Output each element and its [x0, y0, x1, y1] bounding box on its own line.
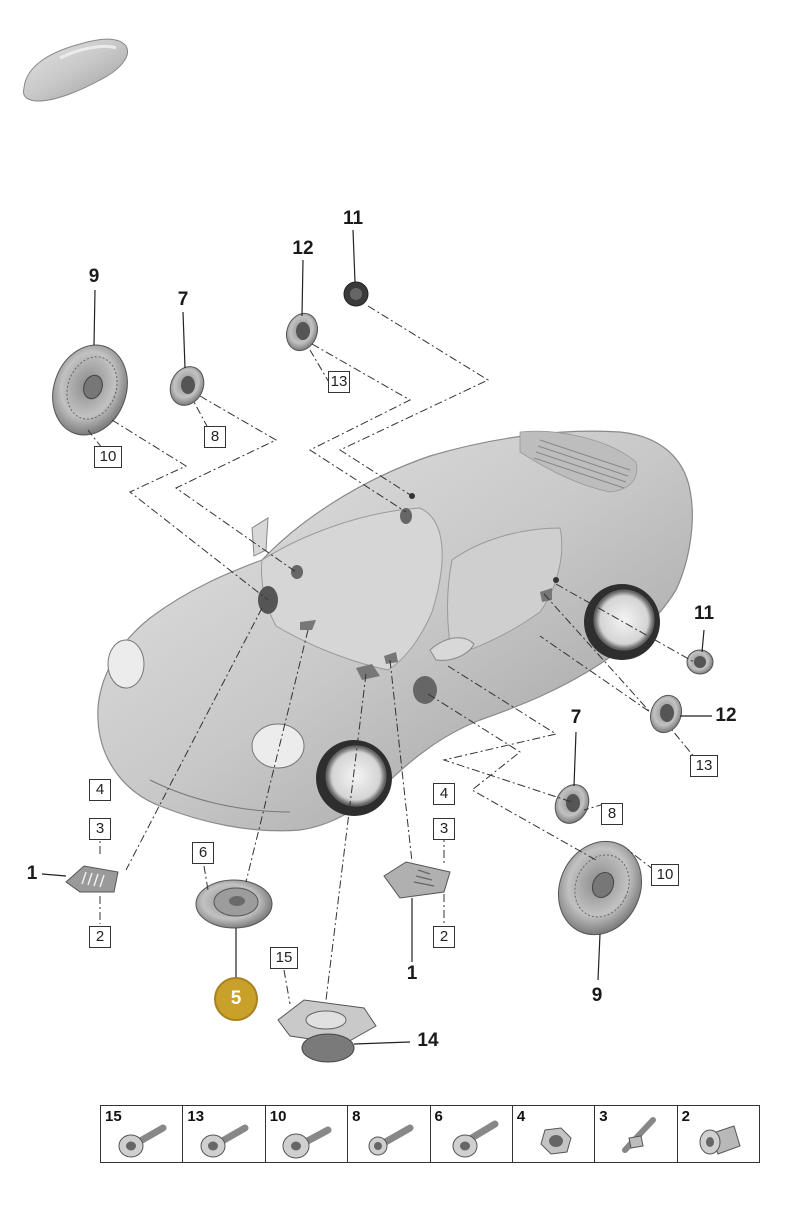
parts-table-number: 4 [516, 1108, 526, 1125]
highlighted-part-5-badge[interactable]: 5 [214, 977, 258, 1021]
part-1-amplifier-left [65, 865, 119, 893]
part-7-tweeter-top [169, 366, 205, 406]
parts-table-cell[interactable]: 2 [678, 1106, 759, 1162]
boxed-ref-4-center: 4 [433, 783, 455, 805]
boxed-ref-15: 15 [270, 947, 298, 969]
boxed-ref-8-top: 8 [204, 426, 226, 448]
stud-bolt-icon [622, 1117, 657, 1153]
parts-table-cell[interactable]: 6 [431, 1106, 513, 1162]
callout-9-right: 9 [591, 985, 603, 1006]
boxed-ref-10-top: 10 [94, 446, 122, 468]
boxed-ref-6: 6 [192, 842, 214, 864]
part-11-tweeter-top [343, 281, 369, 307]
bolt-washer-head-icon [118, 1124, 167, 1158]
parts-table-cell[interactable]: 8 [348, 1106, 431, 1162]
parts-table-number: 8 [352, 1108, 361, 1125]
parts-table-number: 6 [434, 1108, 443, 1125]
parts-table-number: 3 [599, 1108, 608, 1125]
callout-11-right: 11 [693, 603, 715, 624]
part-1-amplifier-center [383, 861, 451, 899]
callout-7-top: 7 [177, 289, 189, 310]
callout-1-left: 1 [26, 863, 38, 884]
part-9-woofer-right [557, 840, 643, 936]
part-5-speaker-highlighted [195, 879, 273, 929]
callout-9-top: 9 [88, 266, 100, 287]
parts-table-cell[interactable]: 3 [595, 1106, 678, 1162]
parts-table-cell[interactable]: 13 [183, 1106, 266, 1162]
callout-1-center: 1 [406, 963, 418, 984]
parts-table-cell[interactable]: 15 [101, 1106, 184, 1162]
boxed-ref-4-left: 4 [89, 779, 111, 801]
boxed-ref-3-center: 3 [433, 818, 455, 840]
bolt-icon [368, 1124, 414, 1156]
parts-table-number: 15 [105, 1108, 122, 1125]
callout-11-top: 11 [342, 208, 364, 229]
part-12-midrange-right [649, 694, 683, 734]
callout-leaders [41, 229, 712, 1045]
bolt-washer-head-icon [452, 1120, 498, 1158]
leader-lines [87, 305, 701, 1005]
parts-table-number: 10 [269, 1108, 287, 1125]
part-11-tweeter-right [686, 649, 714, 675]
boxed-ref-13-right: 13 [690, 755, 718, 777]
boxed-ref-2-center: 2 [433, 926, 455, 948]
bolt-washer-head-icon [200, 1124, 249, 1158]
car-body [97, 430, 693, 832]
car-thumbnail-icon [23, 38, 128, 102]
bolt-washer-head-icon [282, 1126, 332, 1159]
fastener-parts-table: 15 13 10 8 [100, 1105, 760, 1163]
boxed-ref-3-left: 3 [89, 818, 111, 840]
callout-14: 14 [417, 1030, 439, 1051]
callout-12-right: 12 [715, 705, 737, 726]
parts-table-number: 2 [681, 1108, 690, 1125]
parts-table-number: 13 [187, 1108, 205, 1125]
boxed-ref-8-right: 8 [601, 803, 623, 825]
parts-table-cell[interactable]: 10 [266, 1106, 349, 1162]
callout-12-top: 12 [292, 238, 314, 259]
callout-7-right: 7 [570, 707, 582, 728]
boxed-ref-13-top: 13 [328, 371, 350, 393]
part-9-woofer-top [52, 344, 128, 436]
part-7-tweeter-right [554, 784, 590, 824]
part-14-subwoofer [277, 999, 377, 1063]
expanding-rivet-icon [699, 1125, 741, 1155]
part-12-midrange-top [285, 312, 319, 352]
parts-table-cell[interactable]: 4 [513, 1106, 596, 1162]
boxed-ref-2-left: 2 [89, 926, 111, 948]
hex-nut-icon [540, 1127, 572, 1155]
boxed-ref-10-right: 10 [651, 864, 679, 886]
